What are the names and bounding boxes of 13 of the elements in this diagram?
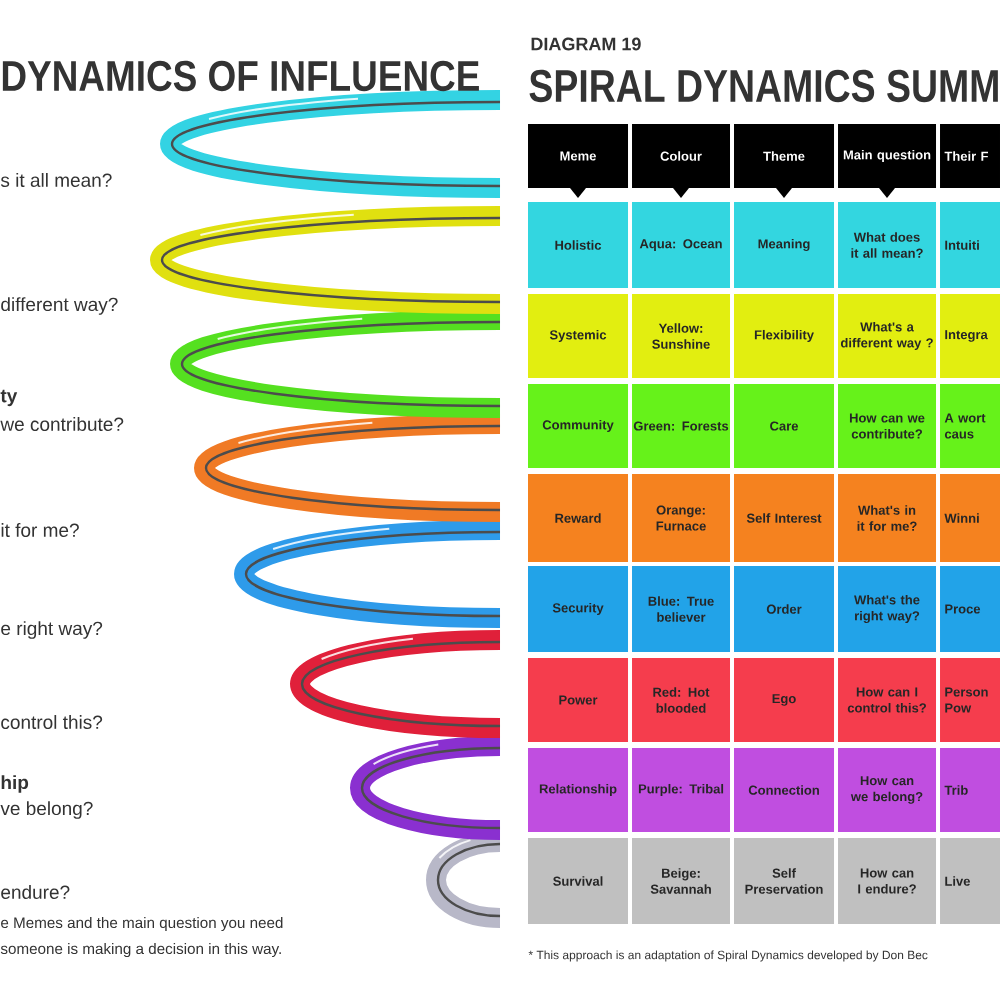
question-text: it for me? [1,523,79,537]
meme-heading: ty [0,389,18,407]
question-text: s it all mean? [0,173,112,187]
question-text: e right way? [1,621,103,639]
meme-heading: hip [1,775,29,793]
question-text: ve belong? [0,801,93,819]
question-text: control this? [1,715,103,729]
question-text: we contribute? [0,417,124,431]
page-title: SPIRAL DYNAMICS SUMM [529,69,998,103]
question-text: different way? [1,297,118,315]
question-text: endure? [1,885,70,899]
page-title: DYNAMICS OF INFLUENCE [2,60,479,92]
diagram-number: DIAGRAM 19 [531,37,641,51]
